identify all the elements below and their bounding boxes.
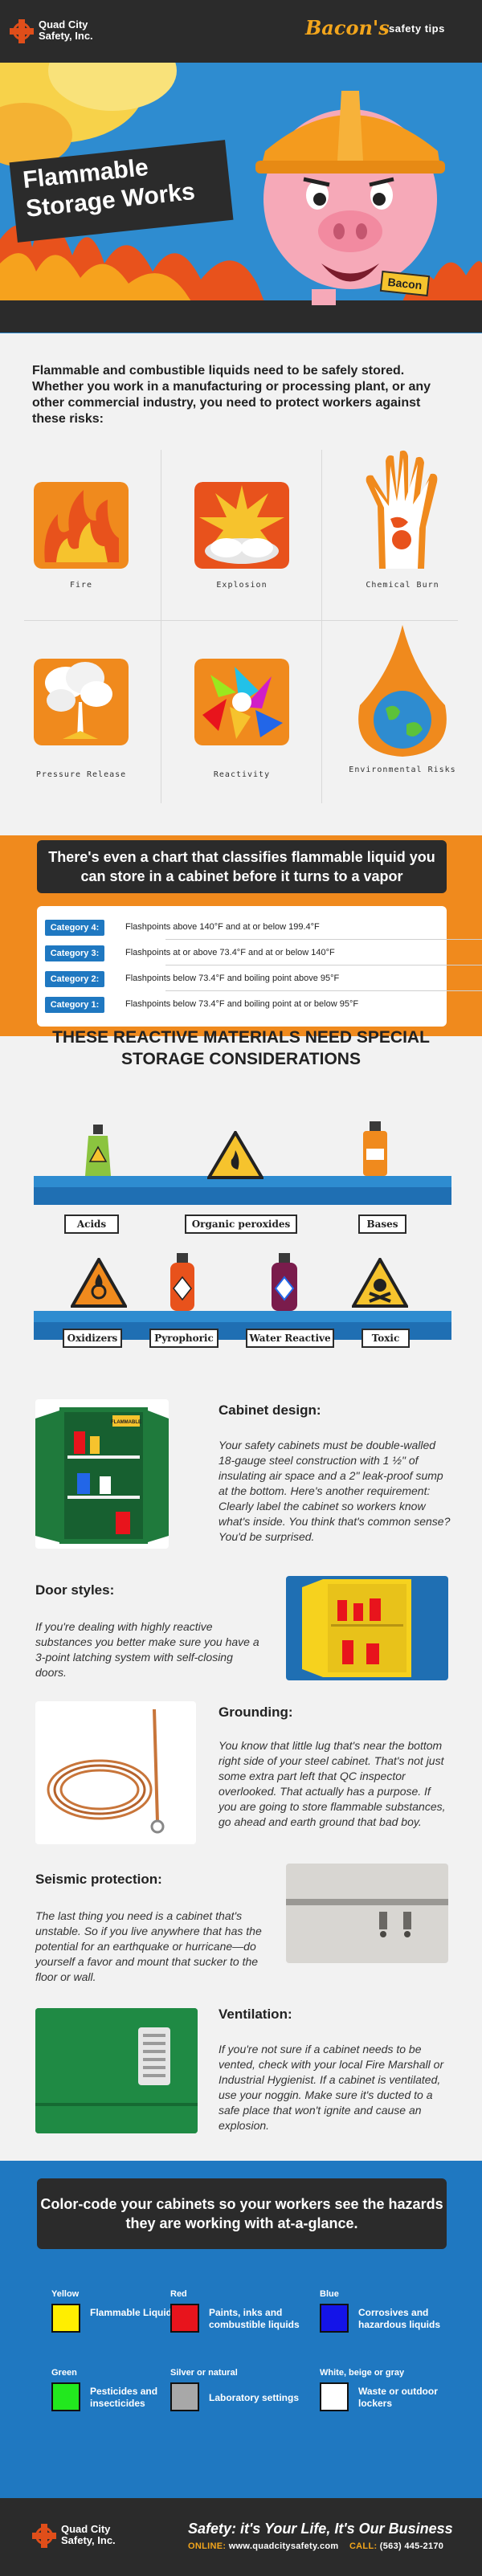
acid-bottle-icon [85, 1125, 111, 1176]
door-styles-text: If you're dealing with highly reactive s… [35, 1620, 259, 1679]
footer-logo-icon [32, 2524, 56, 2548]
grounding-photo [35, 1701, 196, 1844]
hazard-label-fire: Fire [69, 581, 93, 590]
color-swatch-yellow [51, 2304, 80, 2333]
color-desc-blue: Corrosives and hazardous liquids [358, 2307, 441, 2330]
material-label-toxic: Toxic [362, 1329, 410, 1348]
color-category-silver: Silver or natural [170, 2368, 238, 2378]
category-description: Flashpoints below 73.4°F and boiling poi… [125, 999, 359, 1009]
category-badge: Category 1: [45, 997, 104, 1013]
category-row: Category 2: Flashpoints below 73.4°F and… [45, 969, 482, 991]
hero-illustration [0, 63, 482, 333]
pressure-release-icon [34, 659, 129, 745]
company-name: Quad City Safety, Inc. [39, 18, 93, 42]
color-desc-silver: Laboratory settings [209, 2392, 300, 2403]
hazard-label-environmental-risks: Environmental Risks [349, 765, 456, 774]
category-badge: Category 2: [45, 971, 104, 987]
cabinet-design-text: Your safety cabinets must be double-wall… [219, 1439, 451, 1543]
color-desc-green: Pesticides and insecticides [90, 2386, 158, 2409]
shelf-2 [34, 1322, 451, 1340]
color-category-green: Green [51, 2368, 77, 2378]
color-swatch-red [170, 2304, 199, 2333]
explosion-icon [194, 482, 289, 569]
hero-divider [0, 305, 482, 333]
pyrophoric-bottle-icon [170, 1253, 194, 1311]
hazard-label-explosion: Explosion [216, 581, 268, 590]
category-badge: Category 3: [45, 945, 104, 961]
chemical-burn-icon [366, 450, 438, 569]
seismic-text: The last thing you need is a cabinet tha… [35, 1909, 262, 1983]
category-description: Flashpoints at or above 73.4°F and at or… [125, 948, 335, 957]
material-label-pyrophoric: Pyrophoric [149, 1329, 219, 1348]
category-badge: Category 4: [45, 920, 104, 936]
category-row: Category 4: Flashpoints above 140°F and … [45, 917, 482, 940]
hazard-label-reactivity: Reactivity [213, 770, 271, 779]
ventilation-heading: Ventilation: [219, 2007, 292, 2022]
site-footer: Quad City Safety, Inc. [0, 2498, 482, 2576]
category-row: Category 3: Flashpoints at or above 73.4… [45, 943, 482, 965]
call-label: CALL: [349, 2541, 378, 2551]
seismic-photo [286, 1864, 448, 1963]
shelf-top-2 [34, 1311, 451, 1322]
material-label-acids: Acids [64, 1215, 119, 1234]
material-label-water-reactive: Water Reactive [246, 1329, 334, 1348]
footer-contact: ONLINE: www.quadcitysafety.com CALL: (56… [188, 2541, 443, 2551]
hero-banner: Flammable Storage Works Bacon [0, 63, 482, 333]
online-label: ONLINE: [188, 2541, 227, 2551]
site-header: Quad City Safety, Inc. Bacon's safety ti… [0, 0, 482, 63]
pig-mascot-icon [255, 91, 445, 305]
reactivity-icon [194, 659, 289, 745]
material-label-oxidizers: Oxidizers [63, 1329, 122, 1348]
door-styles-photo [286, 1576, 448, 1680]
color-swatch-blue [320, 2304, 349, 2333]
color-swatch-green [51, 2382, 80, 2411]
cabinet-flammable-label: FLAMMABLE [111, 1420, 141, 1425]
oxidizer-warning-icon [71, 1258, 127, 1308]
material-label-organic-peroxides: Organic peroxides [185, 1215, 297, 1234]
footer-slogan: Safety: it's Your Life, It's Our Busines… [188, 2521, 453, 2537]
water-reactive-bottle-icon [272, 1253, 297, 1311]
reactive-materials-title: THESE REACTIVE MATERIALS NEED SPECIAL ST… [52, 1028, 430, 1068]
category-row: Category 1: Flashpoints below 73.4°F and… [45, 994, 447, 1017]
color-desc-yellow: Flammable Liquids [90, 2307, 178, 2318]
intro-text: Flammable and combustible liquids need t… [32, 364, 431, 426]
environmental-risk-icon [358, 625, 447, 757]
color-desc-red: Paints, inks and combustible liquids [209, 2307, 300, 2330]
header-tagline: safety tips [389, 22, 445, 35]
door-styles-heading: Door styles: [35, 1582, 115, 1598]
color-category-yellow: Yellow [51, 2289, 80, 2299]
cabinet-design-heading: Cabinet design: [219, 1402, 321, 1418]
color-code-banner: Color-code your cabinets so your workers… [37, 2178, 447, 2249]
material-label-bases: Bases [358, 1215, 406, 1234]
color-category-white: White, beige or gray [320, 2368, 405, 2378]
shelf-top-1 [34, 1176, 451, 1187]
ventilation-photo [35, 2008, 198, 2133]
category-description: Flashpoints below 73.4°F and boiling poi… [125, 974, 340, 983]
toxic-warning-icon [352, 1258, 408, 1308]
base-bottle-icon [363, 1121, 387, 1176]
flashpoint-card [37, 906, 447, 1027]
grounding-text: You know that little lug that's near the… [219, 1739, 446, 1828]
color-swatch-white [320, 2382, 349, 2411]
color-swatch-silver [170, 2382, 199, 2411]
flashpoint-banner: There's even a chart that classifies fla… [37, 840, 447, 893]
shelf-1 [34, 1187, 451, 1205]
color-category-blue: Blue [320, 2289, 339, 2299]
fire-icon [34, 482, 129, 569]
hazard-label-chemical-burn: Chemical Burn [366, 581, 439, 590]
footer-company-name: Quad City Safety, Inc. [61, 2523, 116, 2546]
organic-peroxide-warning-icon [207, 1131, 263, 1179]
hazard-label-pressure-release: Pressure Release [35, 770, 127, 779]
phone-link[interactable]: (563) 445-2170 [379, 2541, 444, 2551]
quad-city-logo-icon [10, 19, 34, 43]
category-description: Flashpoints above 140°F and at or below … [125, 922, 320, 932]
ventilation-text: If you're not sure if a cabinet needs to… [219, 2043, 444, 2132]
grounding-heading: Grounding: [219, 1704, 293, 1720]
seismic-heading: Seismic protection: [35, 1872, 162, 1887]
color-category-red: Red [170, 2289, 187, 2299]
bacon-brand-logo: Bacon's [305, 16, 390, 39]
color-desc-white: Waste or outdoor lockers [358, 2386, 438, 2409]
website-link[interactable]: www.quadcitysafety.com [228, 2541, 339, 2551]
cabinet-design-photo: FLAMMABLE [35, 1399, 169, 1549]
